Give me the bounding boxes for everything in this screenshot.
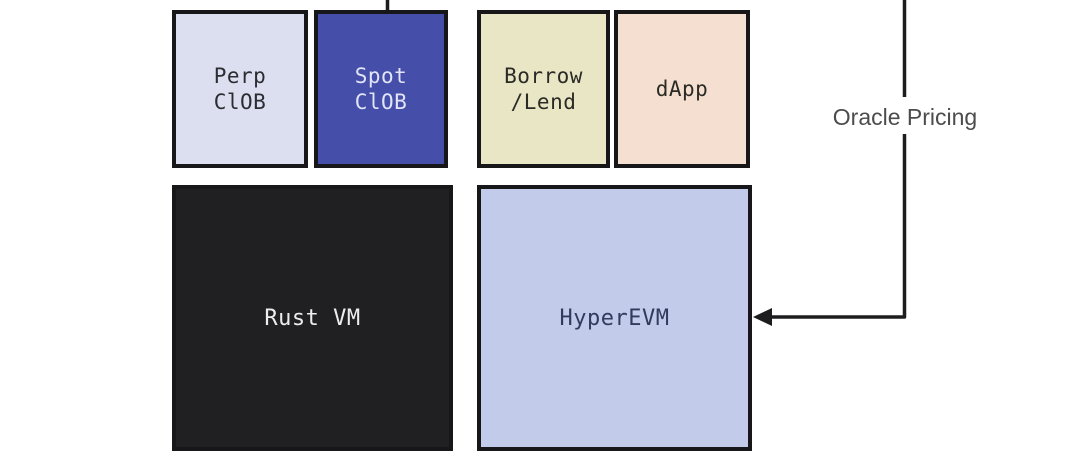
rust-vm-box: Rust VM bbox=[172, 185, 453, 451]
perp-clob-box: Perp ClOB bbox=[172, 10, 308, 168]
oracle-connector-line-lower bbox=[766, 134, 907, 319]
borrow-lend-label-line2: /Lend bbox=[510, 90, 577, 114]
dapp-box: dApp bbox=[614, 10, 750, 168]
hyperevm-box: HyperEVM bbox=[477, 185, 752, 451]
borrow-lend-label-line1: Borrow bbox=[504, 64, 583, 88]
dapp-label: dApp bbox=[655, 77, 709, 101]
spot-clob-box: Spot ClOB bbox=[314, 10, 448, 168]
hyperevm-label: HyperEVM bbox=[559, 305, 670, 331]
spot-clob-label-line1: Spot bbox=[354, 64, 408, 88]
perp-clob-label-line2: ClOB bbox=[213, 90, 267, 114]
oracle-arrowhead-icon bbox=[753, 308, 772, 326]
borrow-lend-box: Borrow /Lend bbox=[477, 10, 610, 168]
perp-clob-label-line1: Perp bbox=[213, 64, 267, 88]
oracle-pricing-label: Oracle Pricing bbox=[832, 104, 978, 130]
spot-clob-label-line2: ClOB bbox=[354, 90, 408, 114]
rust-vm-label: Rust VM bbox=[264, 305, 361, 331]
